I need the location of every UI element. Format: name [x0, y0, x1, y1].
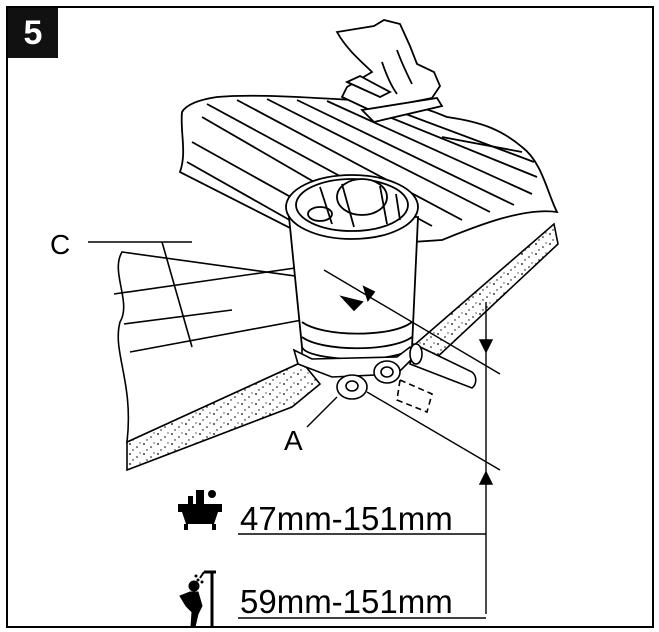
- step-number-badge: 5: [8, 8, 58, 58]
- dimension-lines: [238, 269, 501, 619]
- bath-dimension-text: 47mm-151mm: [240, 500, 453, 537]
- label-a: A: [284, 425, 303, 456]
- grating-deck: [178, 94, 559, 248]
- bathtub-icon: [178, 490, 222, 530]
- shower-dimension-text: 59mm-151mm: [240, 583, 453, 620]
- label-a-leader: [306, 396, 338, 428]
- drain-base-flange: [292, 342, 477, 414]
- hand-illustration: [335, 19, 444, 123]
- installation-illustration: C A 47mm-151mm 59mm-151mm: [50, 19, 559, 626]
- diagram-frame: 5: [6, 6, 654, 628]
- drain-body: [285, 174, 419, 360]
- floor-tiles: [113, 241, 303, 444]
- shower-icon: [179, 570, 216, 626]
- label-c: C: [50, 229, 70, 260]
